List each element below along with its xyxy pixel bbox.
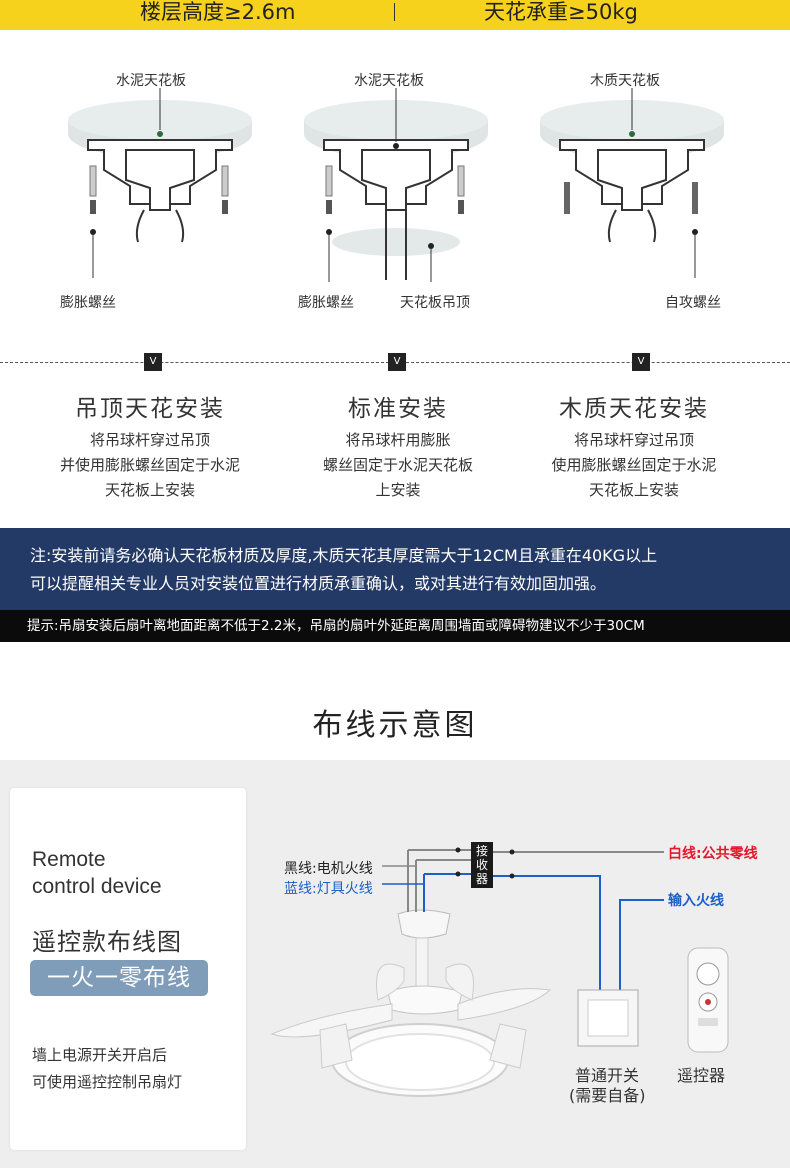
input-live-label: 输入火线 bbox=[668, 893, 724, 909]
wiring-section: Remote control device 遥控款布线图 一火一零布线 墙上电源… bbox=[0, 760, 790, 1168]
wiring-title: 布线示意图 bbox=[312, 708, 478, 743]
self-tapping-screw-label: 自攻螺丝 bbox=[665, 295, 721, 311]
wiring-desc-2: 可使用遥控控制吊扇灯 bbox=[32, 1073, 183, 1091]
method-standard: 标准安装 将吊球杆用膨胀 螺丝固定于水泥天花板 上安装 bbox=[268, 392, 528, 503]
method-wooden-ceiling: 木质天花安装 将吊球杆穿过吊顶 使用膨胀螺丝固定于水泥 天花板上安装 bbox=[504, 392, 764, 503]
notice-line-1: 注:安装前请务必确认天花板材质及厚度,木质天花其厚度需大于12CM且承重在40K… bbox=[30, 546, 658, 565]
marker-v: V bbox=[388, 353, 406, 371]
diagram-wooden-ceiling: 木质天花板 自攻螺丝 bbox=[502, 60, 762, 320]
method-desc: 将吊球杆穿过吊顶 并使用膨胀螺丝固定于水泥 天花板上安装 bbox=[59, 431, 240, 499]
diagram-standard: 水泥天花板 膨胀螺丝 天花板吊顶 bbox=[266, 60, 526, 320]
method-title: 吊顶天花安装 bbox=[75, 396, 225, 422]
install-notice: 注:安装前请务必确认天花板材质及厚度,木质天花其厚度需大于12CM且承重在40K… bbox=[0, 528, 790, 610]
method-title: 木质天花安装 bbox=[559, 396, 709, 422]
receiver-box: 接 收 器 bbox=[471, 842, 493, 888]
wiring-type-tag: 一火一零布线 bbox=[30, 960, 208, 996]
install-tip: 提示:吊扇安装后扇叶离地面距离不低于2.2米，吊扇的扇叶外延距离周围墙面或障碍物… bbox=[0, 610, 790, 642]
blue-wire-label: 蓝线:灯具火线 bbox=[284, 881, 373, 897]
diagram-suspended-ceiling: 水泥天花板 膨胀螺丝 bbox=[30, 60, 290, 320]
black-wire-label: 黑线:电机火线 bbox=[284, 861, 373, 877]
remote-label: 遥控器 bbox=[677, 1066, 726, 1085]
wiring-card-title: 遥控款布线图 bbox=[32, 928, 182, 956]
floor-height-spec: 楼层高度≥2.6m bbox=[140, 0, 296, 24]
suspended-ceiling-label: 天花板吊顶 bbox=[400, 295, 470, 311]
method-desc: 将吊球杆穿过吊顶 使用膨胀螺丝固定于水泥 天花板上安装 bbox=[551, 431, 717, 499]
method-suspended-ceiling: 吊顶天花安装 将吊球杆穿过吊顶 并使用膨胀螺丝固定于水泥 天花板上安装 bbox=[20, 392, 280, 503]
expansion-screw-label: 膨胀螺丝 bbox=[298, 295, 354, 311]
spec-divider bbox=[394, 3, 395, 21]
wiring-info-card: Remote control device 遥控款布线图 一火一零布线 墙上电源… bbox=[10, 788, 246, 1150]
expansion-screw-label: 膨胀螺丝 bbox=[60, 295, 116, 311]
method-title: 标准安装 bbox=[348, 396, 448, 422]
marker-v: V bbox=[632, 353, 650, 371]
notice-line-2: 可以提醒相关专业人员对安装位置进行材质承重确认，或对其进行有效加固加强。 bbox=[30, 574, 607, 593]
method-desc: 将吊球杆用膨胀 螺丝固定于水泥天花板 上安装 bbox=[322, 431, 473, 499]
white-wire-label: 白线:公共零线 bbox=[668, 846, 758, 862]
spec-bar: 楼层高度≥2.6m 天花承重≥50kg bbox=[0, 0, 790, 30]
ceiling-fan-illustration bbox=[270, 909, 552, 1097]
switch-label: 普通开关 bbox=[575, 1066, 640, 1085]
wiring-desc-1: 墙上电源开关开启后 bbox=[32, 1046, 168, 1064]
ceiling-load-spec: 天花承重≥50kg bbox=[484, 0, 638, 24]
ceiling-label: 木质天花板 bbox=[590, 73, 660, 89]
ceiling-label: 水泥天花板 bbox=[354, 73, 424, 89]
english-title: Remote control device bbox=[32, 848, 162, 898]
ceiling-label: 水泥天花板 bbox=[116, 73, 186, 89]
switch-note: (需要自备) bbox=[569, 1086, 646, 1105]
marker-v: V bbox=[144, 353, 162, 371]
